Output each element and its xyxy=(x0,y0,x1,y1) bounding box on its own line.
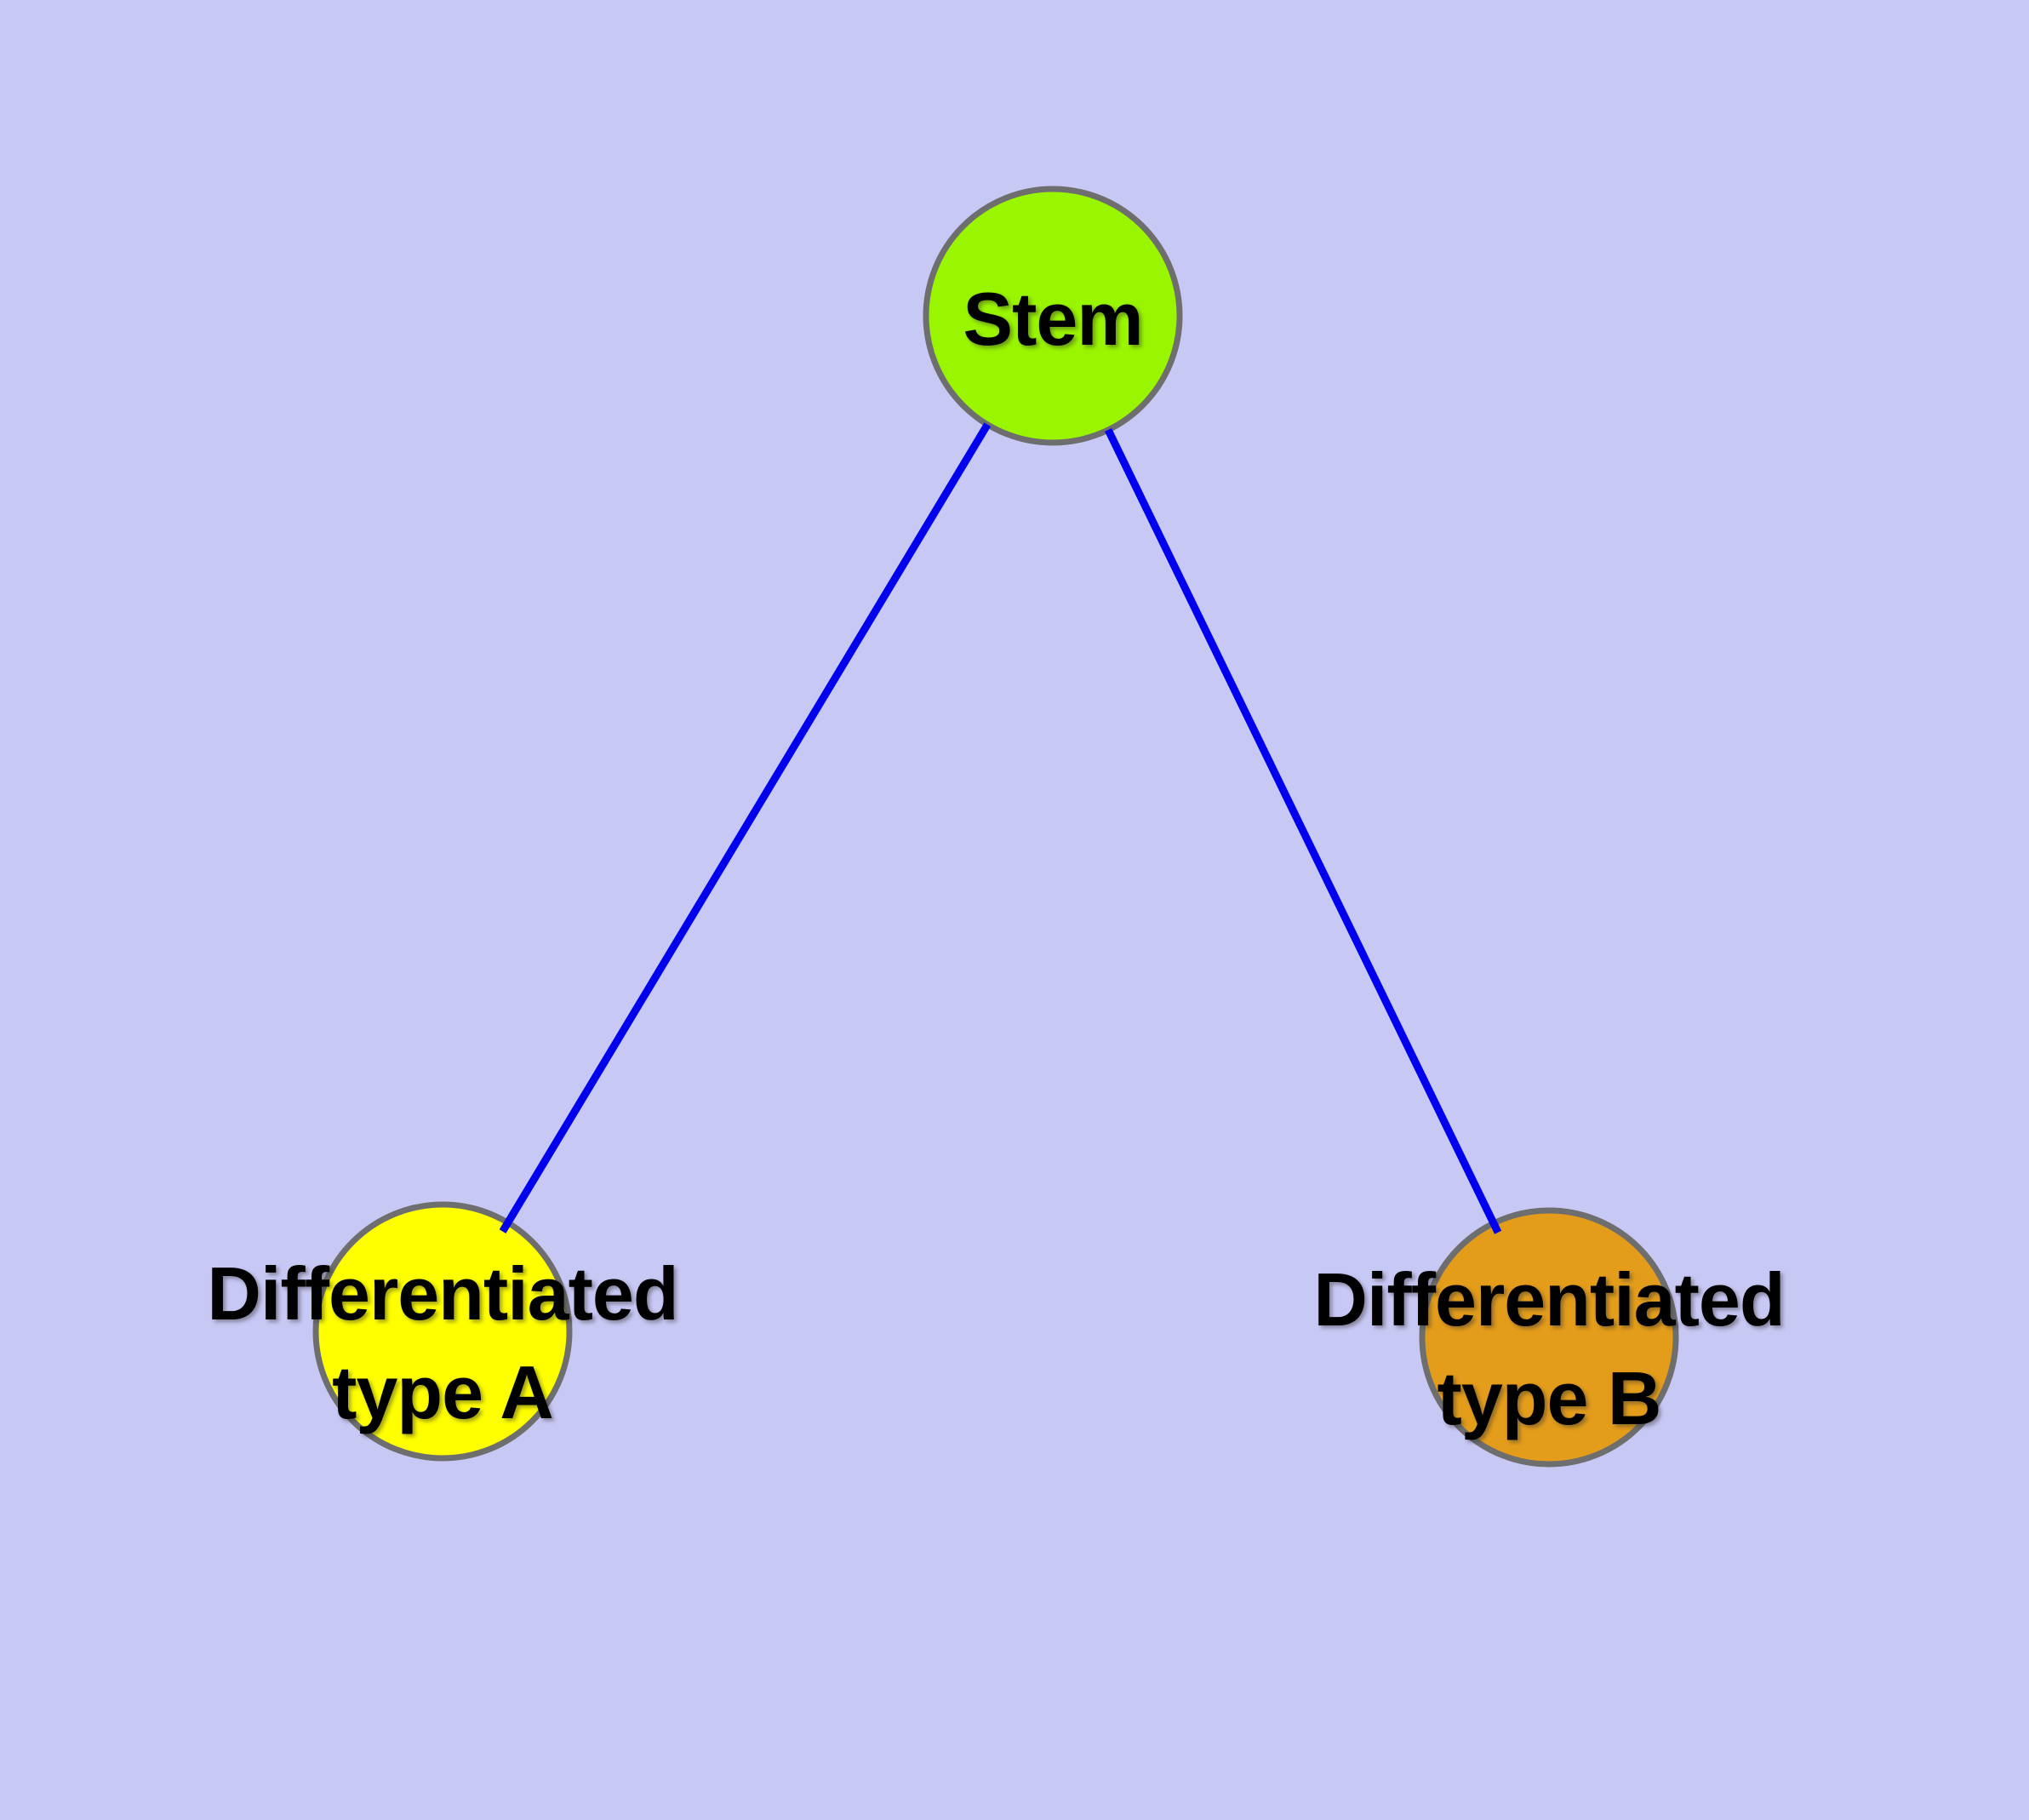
node-differentiated-type-b xyxy=(1419,1207,1679,1468)
edge-stem-to-type-a xyxy=(499,422,992,1233)
node-differentiated-type-a xyxy=(312,1201,573,1462)
edge-stem-to-type-b xyxy=(1105,428,1502,1234)
node-stem xyxy=(923,186,1183,446)
